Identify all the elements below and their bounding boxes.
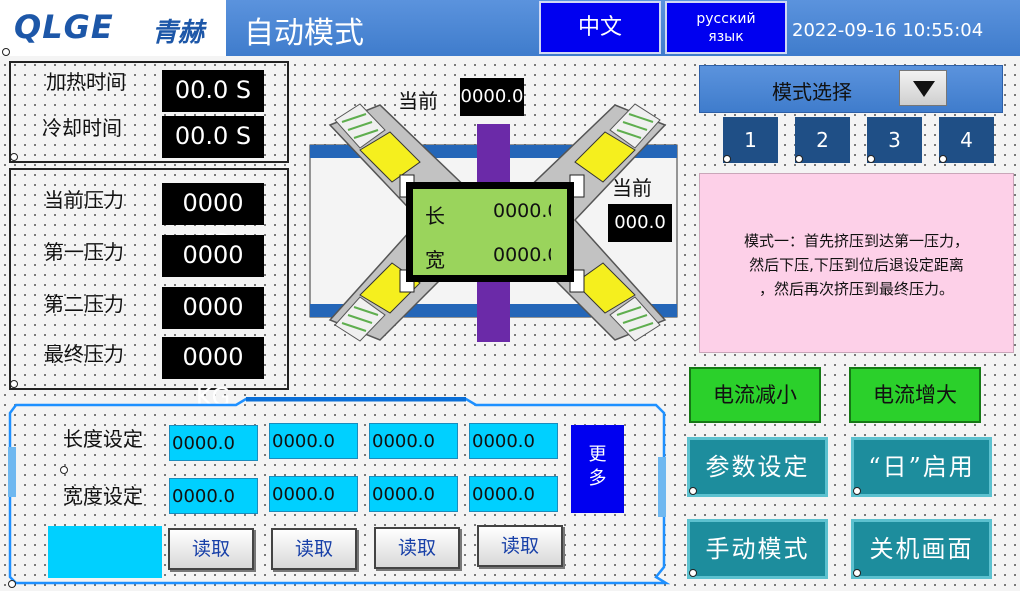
width-setting-input-2[interactable]: 0000.0 — [269, 476, 358, 512]
time-panel — [9, 61, 289, 163]
top-current-label: 当前 — [398, 89, 438, 113]
indicator-dot — [60, 466, 68, 474]
russian-language-button[interactable]: русский язык — [665, 1, 787, 54]
indicator-dot — [795, 155, 803, 163]
current-pressure-label: 当前压力 — [44, 188, 124, 212]
russian-label-line1: русский — [696, 11, 756, 27]
more-label-line1: 更 — [588, 444, 607, 465]
cool-time-label: 冷却时间 — [42, 116, 122, 140]
mode-description-line3: ，然后再次挤压到最终压力。 — [758, 280, 954, 298]
top-current-value[interactable]: 0000.0 — [460, 78, 524, 116]
length-setting-input-2[interactable]: 0000.0 — [269, 423, 358, 459]
mode-description-line1: 模式一：首先挤压到达第一压力， — [743, 232, 969, 250]
logo-text: QLGE — [14, 8, 114, 46]
length-setting-input-1[interactable]: 0000.0 — [169, 425, 258, 461]
indicator-dot — [939, 155, 947, 163]
current-pressure-value[interactable]: 0000 KG — [162, 183, 264, 257]
datetime: 2022-09-16 10:55:04 — [792, 20, 984, 41]
mode-button-1[interactable]: 1 — [723, 117, 778, 163]
indicator-dot — [8, 580, 16, 588]
mode-select-label: 模式选择 — [772, 80, 852, 104]
indicator-dot — [867, 155, 875, 163]
length-setting-input-4[interactable]: 0000.0 — [469, 423, 558, 459]
indicator-dot — [853, 487, 861, 495]
width-value: 0000.0 — [493, 244, 551, 266]
length-label: 长 — [425, 204, 445, 228]
manual-mode-button[interactable]: 手动模式 — [687, 519, 828, 579]
read-button-4[interactable]: 读取 — [477, 525, 563, 567]
chinese-language-button[interactable]: 中文 — [539, 1, 661, 54]
logo — [0, 0, 226, 56]
width-setting-input-1[interactable]: 0000.0 — [169, 478, 258, 514]
day-enable-button[interactable]: “日”启用 — [851, 437, 992, 497]
page-title: 自动模式 — [244, 16, 364, 51]
width-setting-label: 宽度设定 — [63, 484, 143, 508]
shutdown-screen-button[interactable]: 关机画面 — [851, 519, 992, 579]
first-pressure-value[interactable]: 0000 KG — [162, 235, 264, 309]
indicator-dot — [689, 569, 697, 577]
indicator-dot — [853, 569, 861, 577]
more-button[interactable]: 更 多 — [571, 425, 624, 513]
length-value: 0000.0 — [493, 200, 551, 222]
logo-cn-text: 青赫 — [152, 18, 205, 48]
indicator-dot — [10, 380, 18, 388]
read-button-1[interactable]: 读取 — [168, 528, 254, 570]
indicator-dot — [689, 487, 697, 495]
first-pressure-label: 第一压力 — [44, 240, 124, 264]
width-setting-input-4[interactable]: 0000.0 — [469, 476, 558, 512]
final-pressure-label: 最终压力 — [44, 342, 124, 366]
length-setting-label: 长度设定 — [63, 427, 143, 451]
mode-button-4[interactable]: 4 — [939, 117, 994, 163]
mode-select-bar[interactable] — [699, 65, 1003, 113]
second-pressure-label: 第二压力 — [44, 292, 124, 316]
settings-panel-frame — [8, 397, 670, 585]
indicator-dot — [723, 155, 731, 163]
length-setting-input-3[interactable]: 0000.0 — [369, 423, 458, 459]
cool-time-value[interactable]: 00.0 S — [162, 116, 264, 158]
mode-button-3[interactable]: 3 — [867, 117, 922, 163]
chevron-down-icon — [913, 81, 935, 97]
width-label: 宽 — [425, 248, 445, 272]
current-increase-button[interactable]: 电流增大 — [849, 367, 981, 423]
parameter-setting-button[interactable]: 参数设定 — [687, 437, 828, 497]
mode-dropdown-button[interactable] — [899, 70, 947, 106]
right-current-label: 当前 — [612, 176, 652, 200]
width-setting-input-3[interactable]: 0000.0 — [369, 476, 458, 512]
final-pressure-value[interactable]: 0000 KG — [162, 337, 264, 411]
right-current-value[interactable]: 000.0 — [608, 204, 672, 242]
status-display — [48, 526, 162, 578]
mode-description-line2: 然后下压,下压到位后退设定距离 — [749, 256, 964, 274]
heat-time-label: 加热时间 — [46, 70, 126, 94]
current-decrease-button[interactable]: 电流减小 — [689, 367, 821, 423]
russian-label-line2: язык — [708, 29, 744, 45]
pressure-panel — [9, 168, 289, 390]
mode-button-2[interactable]: 2 — [795, 117, 850, 163]
read-button-3[interactable]: 读取 — [374, 527, 460, 569]
more-label-line2: 多 — [588, 468, 607, 489]
mode-description: 模式一：首先挤压到达第一压力， 然后下压,下压到位后退设定距离 ，然后再次挤压到… — [699, 173, 1014, 353]
second-pressure-value[interactable]: 0000 KG — [162, 287, 264, 361]
heat-time-value[interactable]: 00.0 S — [162, 70, 264, 112]
indicator-dot — [10, 153, 18, 161]
read-button-2[interactable]: 读取 — [271, 528, 357, 570]
indicator-dot — [2, 48, 10, 56]
